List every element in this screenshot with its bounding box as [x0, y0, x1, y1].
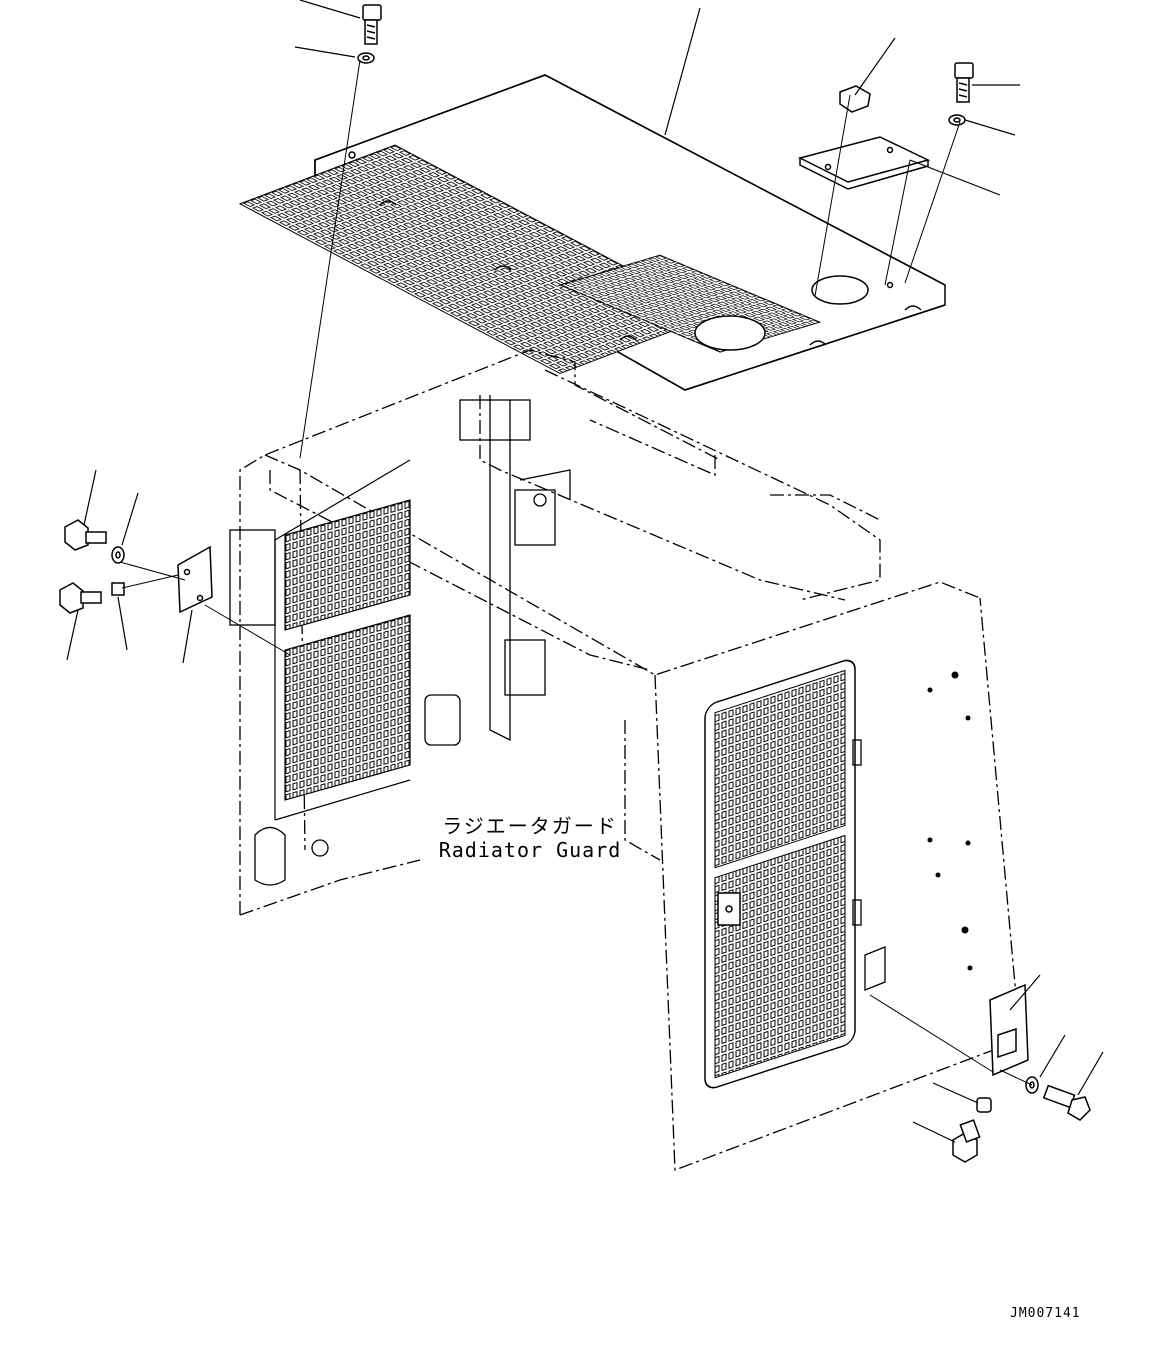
leader-lines: [66, 0, 1104, 1143]
top-right-washer: [948, 114, 966, 126]
left-grille: [274, 459, 411, 821]
top-left-bolt: [362, 4, 382, 45]
top-right-bolt: [954, 62, 974, 103]
left-upper-bolt: [64, 519, 107, 551]
internal-brackets: [229, 395, 571, 886]
guard-frame: [239, 349, 1021, 1171]
caption-japanese: ラジエータガード: [442, 814, 618, 838]
top-left-washer: [357, 52, 375, 64]
right-lower-bolt: [952, 1119, 981, 1163]
right-nut: [976, 1097, 992, 1113]
left-washer: [111, 546, 125, 564]
top-cover-plate: [238, 74, 946, 391]
cover-clip: [839, 85, 871, 113]
assembly-lines: [119, 59, 1033, 1086]
caption-english: Radiator Guard: [438, 838, 622, 862]
left-lower-bolt: [59, 582, 102, 614]
left-nut: [111, 582, 125, 596]
small-cover-plate: [797, 136, 931, 190]
right-bolt: [1042, 1084, 1091, 1121]
drawing-id: JM007141: [1010, 1306, 1081, 1321]
right-bracket: [989, 983, 1029, 1077]
left-bracket-plate: [177, 545, 213, 614]
right-grille-door: [704, 659, 856, 1089]
right-edge-hinges: [852, 739, 886, 991]
panel-holes: [927, 671, 973, 971]
